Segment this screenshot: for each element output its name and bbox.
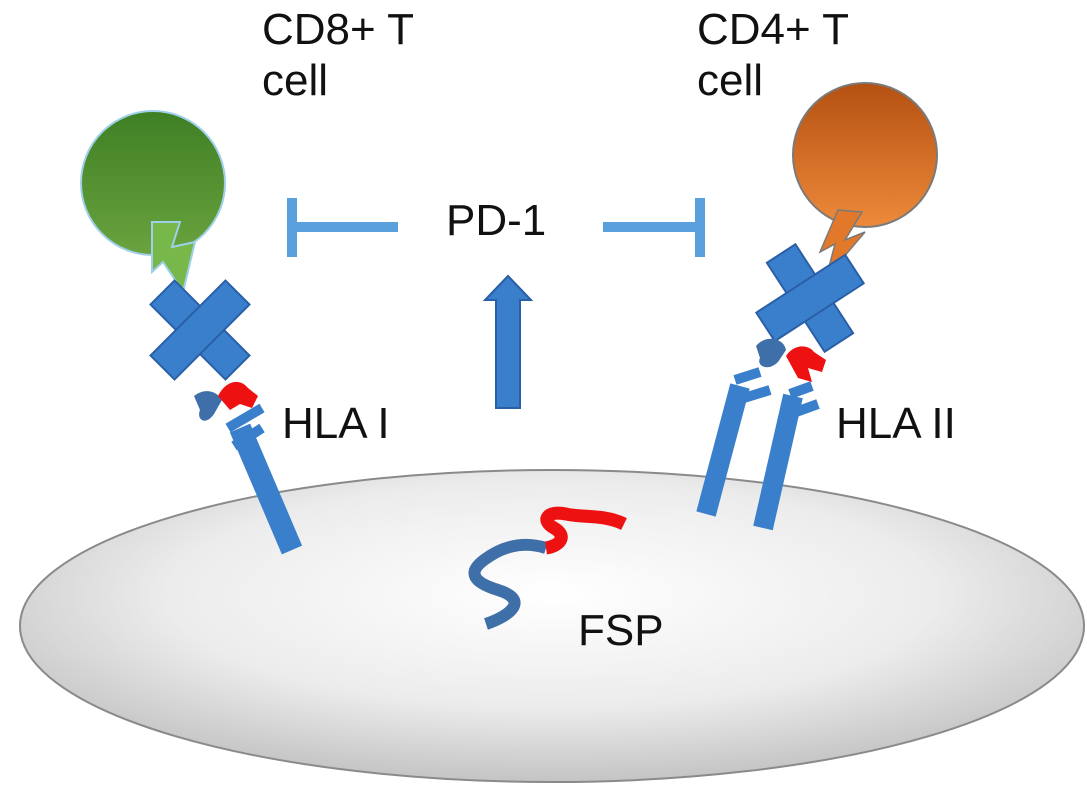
cd4-t-cell-label-line1: CD4+ T [697, 5, 850, 54]
pd1-inhibit-right [603, 198, 705, 257]
fsp-label: FSP [578, 606, 664, 655]
cd8-t-cell-label-line1: CD8+ T [262, 5, 415, 54]
pd1-inhibit-left [287, 198, 398, 257]
up-arrow-icon [482, 274, 534, 409]
hla-i-label: HLA I [282, 399, 390, 448]
cd8-t-cell-label: CD8+ T cell [262, 4, 414, 107]
hla-ii-binding-domain [756, 338, 786, 368]
hla-ii-label: HLA II [836, 399, 956, 448]
fsp-peptide-red [540, 506, 627, 555]
fsp-peptide-blue [468, 538, 548, 630]
cd4-t-cell-label-line2: cell [697, 56, 764, 106]
hla-i-peptide [218, 381, 258, 410]
pd1-label: PD-1 [446, 196, 547, 245]
hla-ii-molecule [696, 367, 820, 531]
cd4-t-cell [792, 82, 938, 279]
hla-i-binding-domain [194, 391, 222, 421]
cd8-t-cell-label-line2: cell [262, 56, 329, 106]
cd8-t-cell [80, 110, 226, 295]
cd4-t-cell-label: CD4+ T cell [697, 4, 849, 107]
hla-i-molecule [225, 403, 303, 555]
hla-ii-peptide [786, 346, 826, 382]
tcr-right [754, 242, 866, 354]
tcr-left [149, 279, 251, 381]
